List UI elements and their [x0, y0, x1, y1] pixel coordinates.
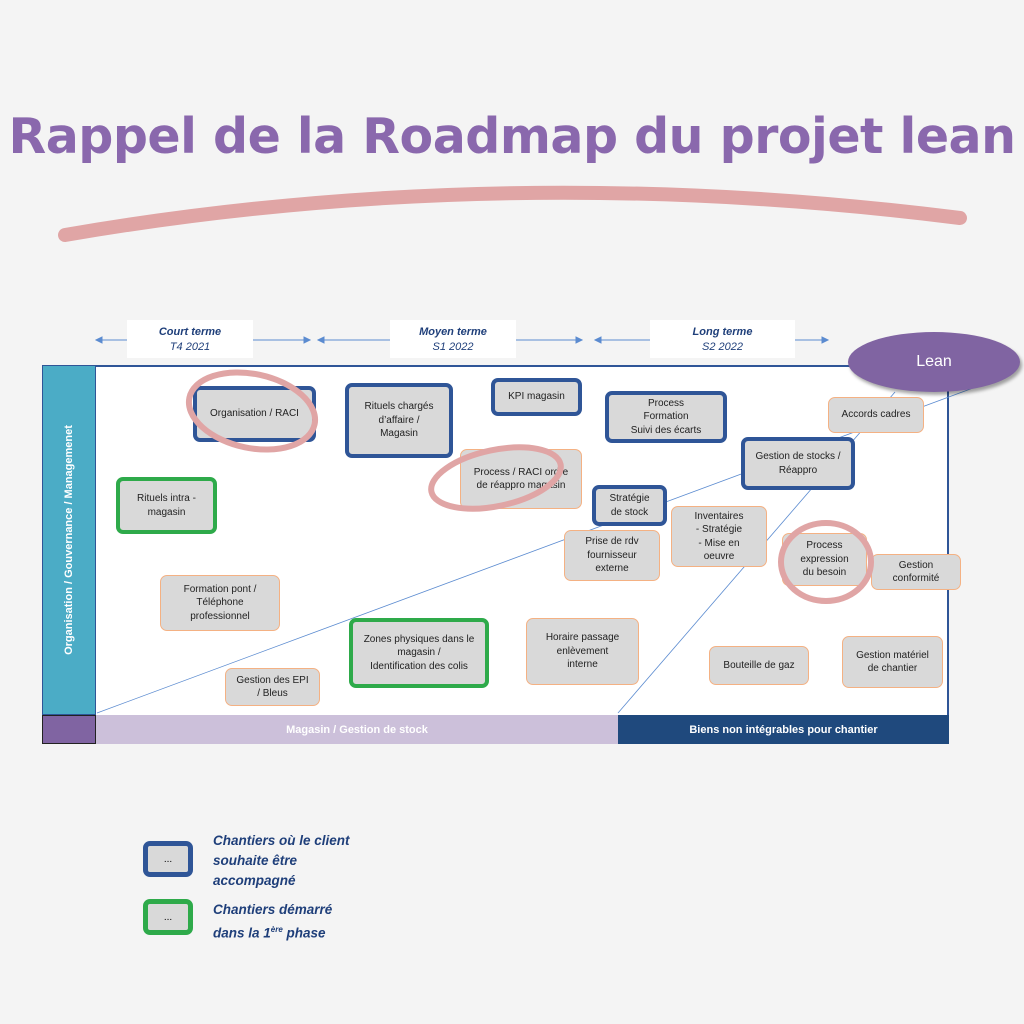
- box-kpi-magasin: KPI magasin: [491, 378, 582, 416]
- box-formation-pont: Formation pont / Téléphone professionnel: [160, 575, 280, 631]
- box-gestion-conformite: Gestion conformité: [871, 554, 961, 590]
- box-bouteille-gaz: Bouteille de gaz: [709, 646, 809, 685]
- highlight-process-expression: [778, 520, 874, 604]
- box-process-formation: Process Formation Suivi des écarts: [605, 391, 727, 443]
- box-rituels-charges: Rituels chargés d’affaire / Magasin: [345, 383, 453, 458]
- axis-magasin: Magasin / Gestion de stock: [96, 715, 618, 744]
- box-gestion-epi: Gestion des EPI / Bleus: [225, 668, 320, 706]
- page-title: Rappel de la Roadmap du projet lean: [8, 108, 1016, 165]
- box-inventaires: Inventaires - Stratégie - Mise en oeuvre: [671, 506, 767, 567]
- legend-green-swatch: ...: [143, 899, 193, 935]
- lean-badge: Lean: [848, 332, 1020, 392]
- axis-organisation: Organisation / Gouvernance / Managemenet: [42, 365, 96, 715]
- timeline-arrows: [94, 336, 830, 344]
- box-zones-physiques: Zones physiques dans le magasin / Identi…: [349, 618, 489, 688]
- title-underline: [58, 185, 967, 242]
- axis-biens: Biens non intégrables pour chantier: [618, 715, 949, 744]
- box-accords-cadres: Accords cadres: [828, 397, 924, 433]
- box-gestion-stocks: Gestion de stocks / Réappro: [741, 437, 855, 490]
- box-rituels-intra: Rituels intra - magasin: [116, 477, 217, 534]
- legend-green-label: Chantiers démarré dans la 1ère phase: [213, 902, 333, 941]
- box-prise-rdv: Prise de rdv fournisseur externe: [564, 530, 660, 581]
- box-gestion-materiel: Gestion matériel de chantier: [842, 636, 943, 688]
- legend-blue-swatch: ...: [143, 841, 193, 877]
- highlight-process-raci: [428, 444, 564, 512]
- legend-blue-label: Chantiers où le client souhaite être acc…: [213, 833, 350, 888]
- highlight-organisation: [185, 369, 319, 453]
- box-horaire-passage: Horaire passage enlèvement interne: [526, 618, 639, 685]
- corner-cell: [42, 715, 96, 744]
- box-strategie-stock: Stratégie de stock: [592, 485, 667, 526]
